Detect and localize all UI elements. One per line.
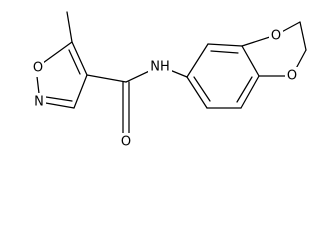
bond-c3-c4 xyxy=(73,74,88,109)
bond-ar-2-3 xyxy=(207,43,243,47)
bond-ar-inner-3 xyxy=(193,76,211,102)
bond-ar-4-5 xyxy=(240,75,260,109)
bond-ar-1-2 xyxy=(186,43,209,78)
bond-ar-inner-1 xyxy=(210,50,239,54)
chemical-structure: O N NH O O O xyxy=(30,11,307,151)
dioxane-oxygen-bottom-label: O xyxy=(287,69,297,84)
bond-ar-3-4 xyxy=(241,45,260,77)
atom-labels: O N NH O O O xyxy=(30,27,299,151)
bond-c4-c5 xyxy=(71,41,88,76)
carbonyl-oxygen-label: O xyxy=(121,135,131,150)
bond-ch2-ch2 xyxy=(299,21,307,51)
bond-c4-carbonyl xyxy=(86,74,127,83)
bond-c4-c5-double xyxy=(68,49,81,75)
bond-methyl xyxy=(66,11,73,43)
bond-n-c3-double xyxy=(45,96,73,102)
bond-ar-6-1 xyxy=(186,76,208,109)
bond-ar-inner-2 xyxy=(236,76,253,103)
dioxane-oxygen-top-label: O xyxy=(271,29,281,44)
isoxazole-nitrogen-label: N xyxy=(34,95,44,110)
amide-nh-label: NH xyxy=(150,60,170,75)
isoxazole-oxygen-label: O xyxy=(33,61,43,76)
